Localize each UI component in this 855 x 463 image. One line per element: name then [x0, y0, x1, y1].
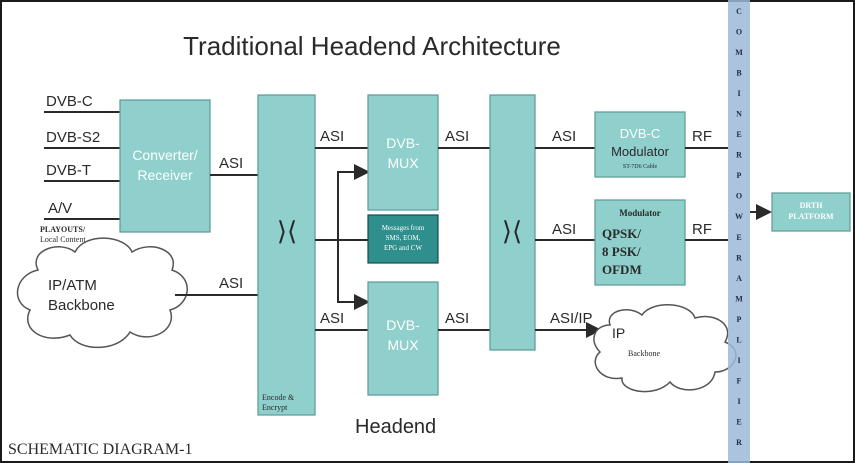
- rf-label-1: RF: [692, 128, 712, 145]
- asi-ip-label: ASI/IP: [550, 310, 593, 327]
- modulator-qpsk-box: [594, 199, 686, 286]
- asi-label-4: ASI: [320, 310, 344, 327]
- combiner-letter: R: [736, 438, 742, 447]
- schematic-caption: SCHEMATIC DIAGRAM-1: [8, 441, 192, 458]
- asi-label-6: ASI: [445, 310, 469, 327]
- msg-to-mux1-arrow: [315, 164, 370, 241]
- dvbc-mod-label-2: Modulator: [611, 144, 669, 159]
- playout-label-2: Local Content: [40, 235, 86, 244]
- dvbc-mod-label-1: DVB-C: [620, 126, 660, 141]
- asi-label-5: ASI: [445, 128, 469, 145]
- combiner-letter: I: [737, 356, 740, 365]
- combiner-amplifier-bar: [728, 0, 750, 463]
- encode-label-2: Encrypt: [262, 403, 288, 412]
- combiner-letter: C: [736, 7, 742, 16]
- messages-box: [367, 214, 439, 264]
- mod2-label-2: QPSK/: [602, 226, 641, 241]
- switch-icon-2: ⟩⟨: [502, 216, 522, 246]
- combiner-letter: M: [735, 48, 743, 57]
- switch-icon-1: ⟩⟨: [277, 216, 297, 246]
- combiner-letter: L: [736, 335, 741, 344]
- mod2-label-4: OFDM: [602, 262, 642, 277]
- combiner-letter: M: [735, 294, 743, 303]
- messages-label-1: Messages from: [382, 224, 425, 232]
- combiner-letter: E: [736, 130, 741, 139]
- combiner-letter: N: [736, 110, 742, 119]
- combiner-letter: F: [737, 376, 742, 385]
- asi-label-1: ASI: [219, 155, 243, 172]
- ip-backbone-cloud: [593, 304, 737, 393]
- combiner-letter: P: [737, 171, 742, 180]
- ip-backbone-label-2: Backbone: [628, 349, 660, 358]
- combiner-letter: W: [735, 212, 743, 221]
- input-av: A/V: [48, 200, 72, 217]
- combiner-letter: E: [736, 233, 741, 242]
- combiner-letter: O: [736, 28, 742, 37]
- ip-backbone-label-1: IP: [612, 325, 625, 341]
- combiner-letter: R: [736, 253, 742, 262]
- converter-label-2: Receiver: [137, 167, 193, 183]
- combiner-letter: A: [736, 274, 742, 283]
- combiner-vertical-text: C O M B I N E R P O W E R A M P L I F I E R: [735, 7, 743, 447]
- encode-label-1: Encode &: [262, 393, 295, 402]
- dth-label-1: DRTH: [800, 201, 824, 210]
- converter-label-1: Converter/: [132, 147, 197, 163]
- dth-platform-box: [771, 192, 851, 232]
- messages-label-3: EPG and CW: [384, 244, 423, 252]
- asi-label-8: ASI: [552, 221, 576, 238]
- diagram-title: Traditional Headend Architecture: [183, 31, 561, 61]
- combiner-letter: B: [736, 69, 742, 78]
- mux1-label-2: MUX: [387, 155, 419, 171]
- input-dvbt: DVB-T: [46, 162, 91, 179]
- dvb-mux-top-box: [367, 94, 439, 211]
- msg-to-mux2-arrow: [337, 240, 370, 310]
- converter-receiver-box: [119, 99, 211, 233]
- dvbc-modulator-box: [594, 111, 686, 178]
- combiner-letter: O: [736, 192, 742, 201]
- mux2-label-2: MUX: [387, 337, 419, 353]
- mod2-label-1: Modulator: [619, 208, 661, 218]
- headend-label: Headend: [355, 416, 436, 438]
- input-dvbc: DVB-C: [46, 93, 93, 110]
- combiner-letter: P: [737, 315, 742, 324]
- ip-atm-label-2: Backbone: [48, 297, 115, 314]
- input-lines: [44, 111, 120, 220]
- combiner-letter: R: [736, 151, 742, 160]
- dvbc-mod-sub: ST-7D6 Cable: [623, 164, 658, 170]
- mux1-label-1: DVB-: [386, 135, 420, 151]
- asi-label-2: ASI: [219, 275, 243, 292]
- ip-atm-cloud: [16, 237, 188, 349]
- combiner-letter: E: [736, 417, 741, 426]
- messages-label-2: SMS, EOM,: [386, 234, 421, 242]
- dvb-mux-bottom-box: [367, 281, 439, 396]
- asi-label-3: ASI: [320, 128, 344, 145]
- ip-atm-label-1: IP/ATM: [48, 277, 97, 294]
- dth-label-2: PLATFORM: [788, 212, 834, 221]
- mod2-label-3: 8 PSK/: [602, 244, 641, 259]
- playout-label-1: PLAYOUTS/: [40, 225, 86, 234]
- combiner-letter: I: [737, 397, 740, 406]
- asi-label-7: ASI: [552, 128, 576, 145]
- input-dvbs2: DVB-S2: [46, 129, 100, 146]
- mux2-label-1: DVB-: [386, 317, 420, 333]
- switch-box: [489, 94, 536, 351]
- rf-label-2: RF: [692, 221, 712, 238]
- encode-encrypt-box: [257, 94, 316, 416]
- combiner-letter: I: [737, 89, 740, 98]
